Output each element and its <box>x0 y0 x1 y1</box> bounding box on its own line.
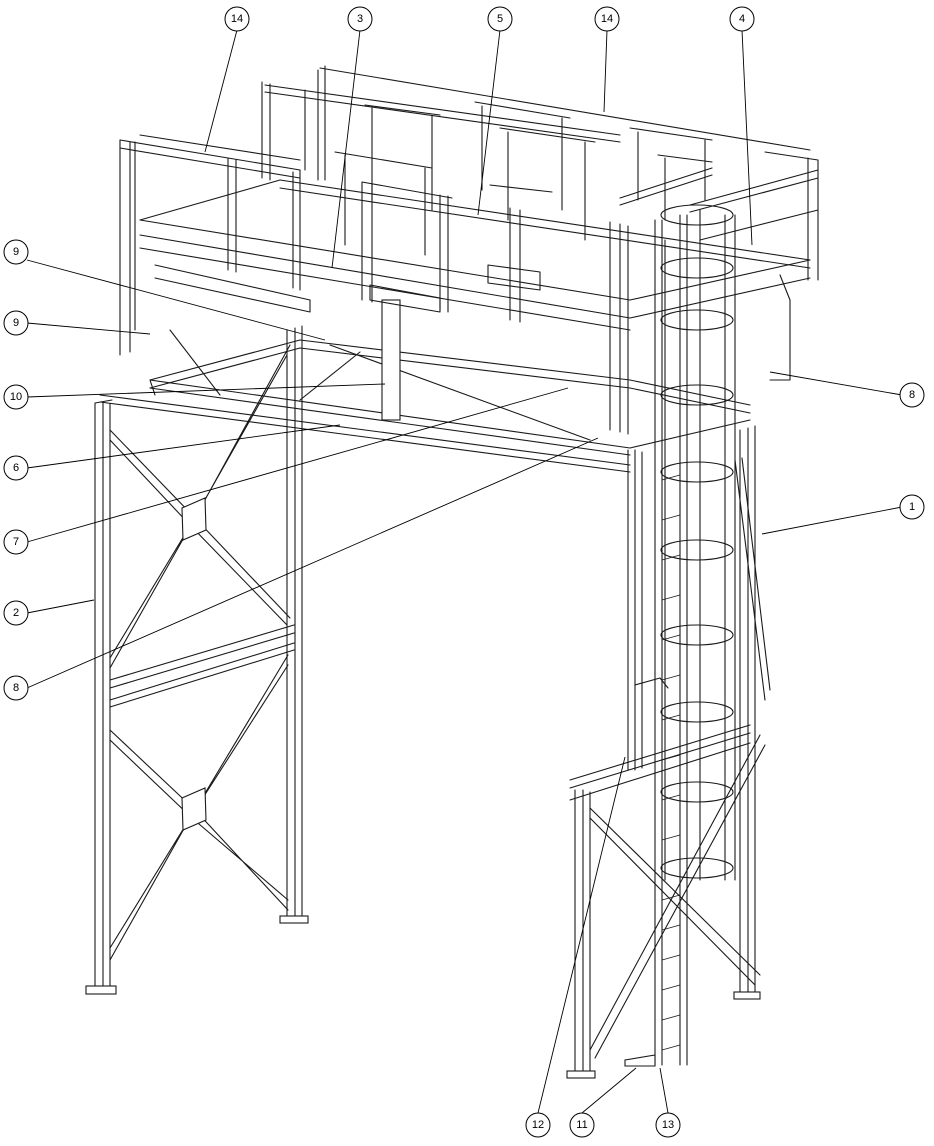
svg-text:14: 14 <box>231 13 243 25</box>
item-balloon: 14 <box>224 6 250 32</box>
svg-text:2: 2 <box>13 607 19 619</box>
svg-text:8: 8 <box>909 389 915 401</box>
item-balloons: 14 3 5 14 4 9 9 10 6 7 2 8 1 8 12 11 13 <box>3 6 925 1138</box>
item-balloon: 5 <box>487 6 513 32</box>
item-balloon: 9 <box>3 310 29 336</box>
svg-text:6: 6 <box>13 462 19 474</box>
caged-ladder <box>624 204 736 1067</box>
item-balloon: 6 <box>3 455 29 481</box>
svg-text:8: 8 <box>13 682 19 694</box>
item-balloon: 1 <box>899 494 925 520</box>
svg-text:9: 9 <box>13 246 19 258</box>
item-balloon: 3 <box>347 6 373 32</box>
item-balloon: 11 <box>569 1112 595 1138</box>
handrails <box>119 65 819 435</box>
svg-text:13: 13 <box>662 1119 674 1131</box>
item-balloon: 8 <box>3 675 29 701</box>
leader-lines <box>26 29 903 1114</box>
item-balloon: 9 <box>3 239 29 265</box>
svg-text:1: 1 <box>909 501 915 513</box>
platform-deck <box>139 179 811 381</box>
svg-text:9: 9 <box>13 317 19 329</box>
top-beams <box>99 299 751 473</box>
svg-text:5: 5 <box>497 13 503 25</box>
svg-text:14: 14 <box>601 13 613 25</box>
steel-structure <box>85 65 819 1079</box>
svg-text:3: 3 <box>357 13 363 25</box>
right-frame <box>566 425 771 1079</box>
item-balloon: 10 <box>3 384 29 410</box>
item-balloon: 8 <box>899 382 925 408</box>
item-balloon: 4 <box>729 6 755 32</box>
item-balloon: 12 <box>525 1112 551 1138</box>
left-frame <box>85 325 309 995</box>
svg-text:12: 12 <box>532 1119 544 1131</box>
item-balloon: 13 <box>655 1112 681 1138</box>
svg-text:7: 7 <box>13 536 19 548</box>
item-balloon: 14 <box>594 6 620 32</box>
svg-text:10: 10 <box>10 391 22 403</box>
item-balloon: 7 <box>3 529 29 555</box>
svg-text:11: 11 <box>576 1119 587 1131</box>
svg-text:4: 4 <box>739 13 745 25</box>
item-balloon: 2 <box>3 600 29 626</box>
